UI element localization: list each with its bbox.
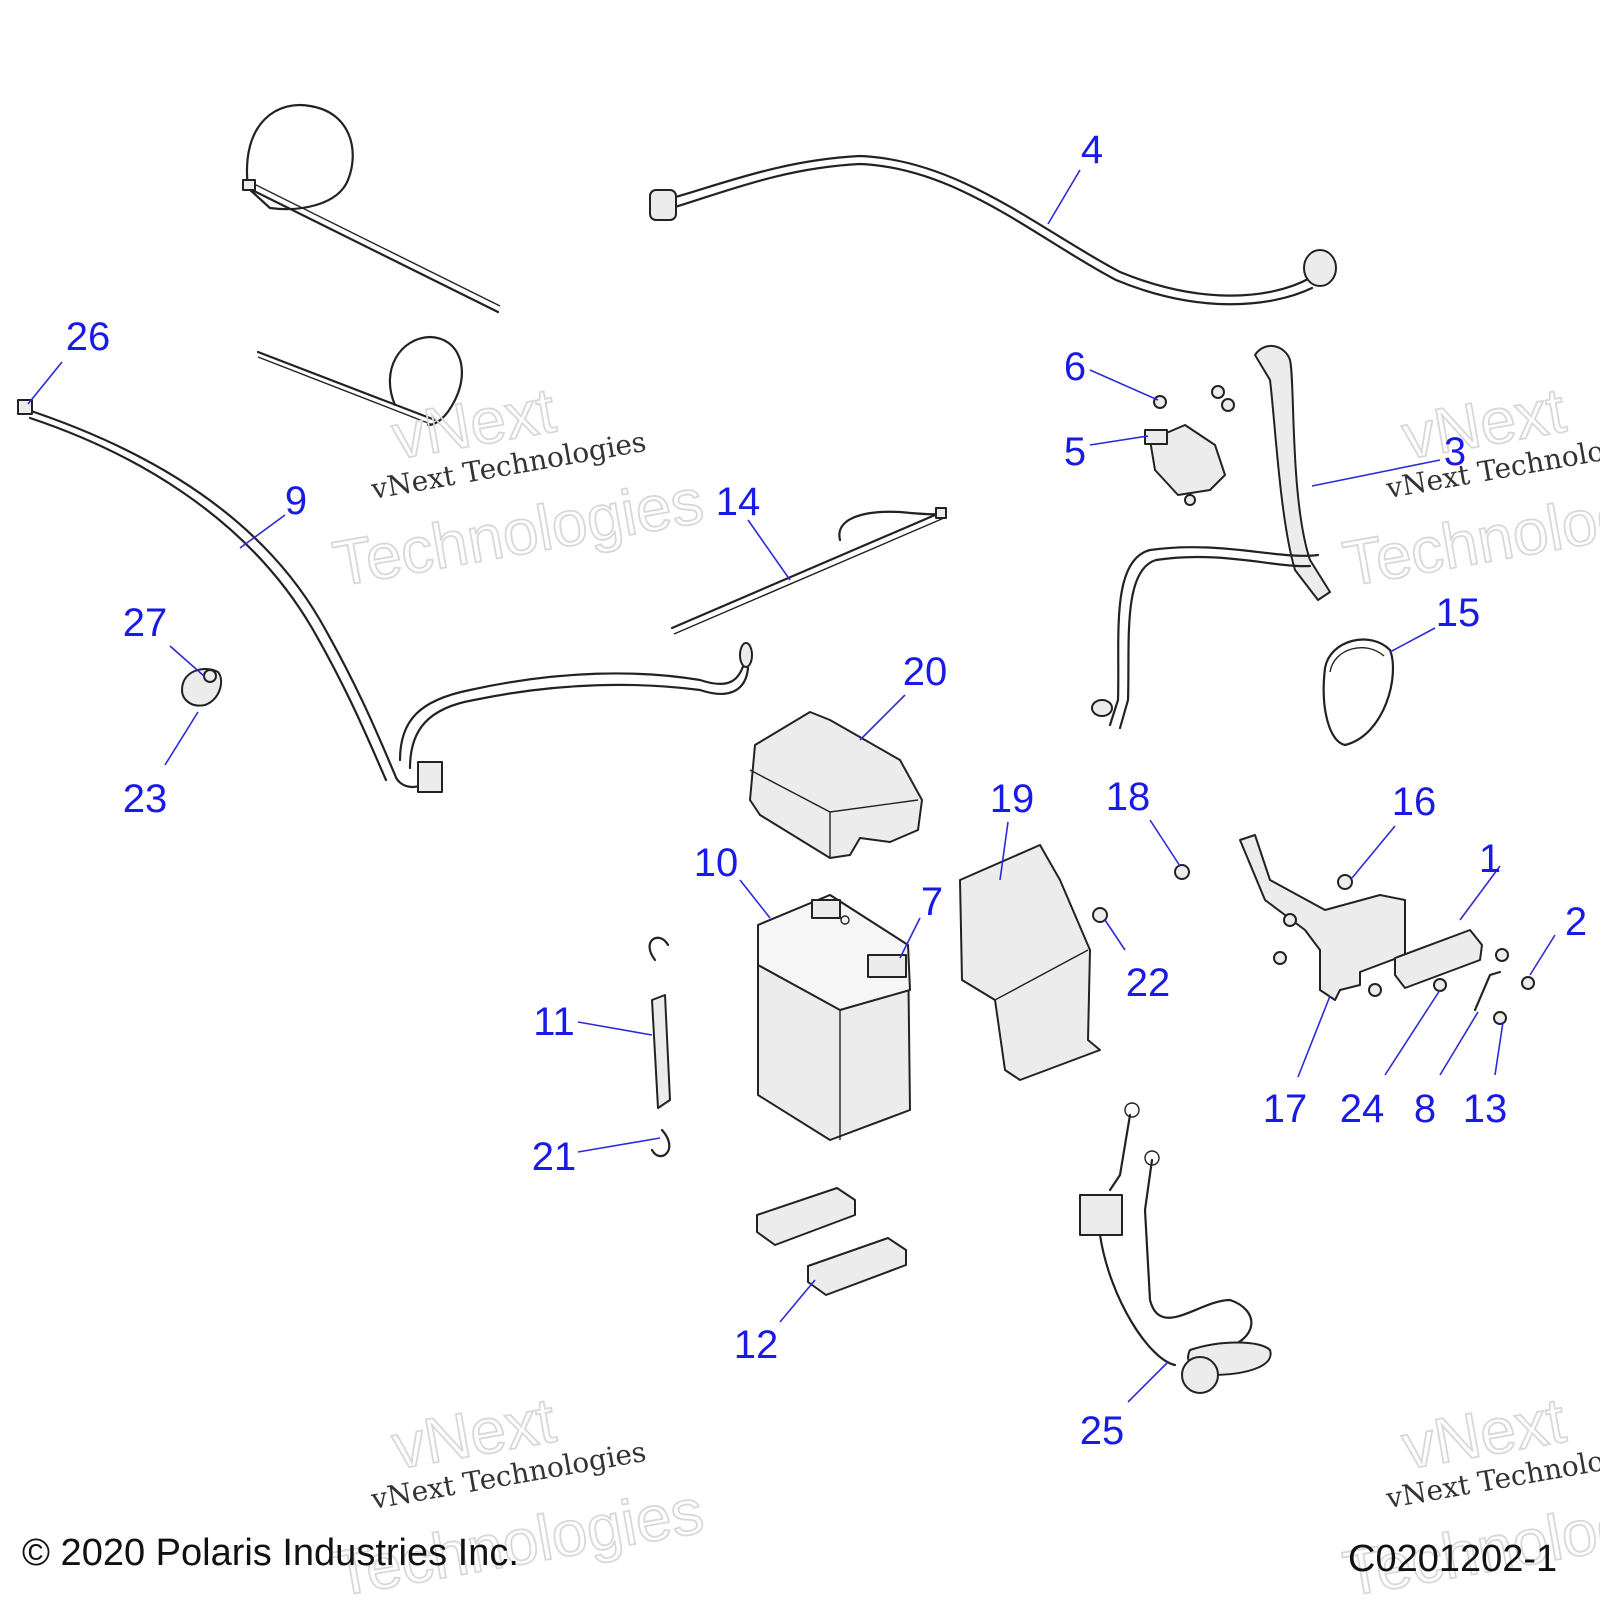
callout-20: 20 [903, 650, 948, 694]
callout-21: 21 [532, 1135, 577, 1179]
callout-1: 1 [1479, 837, 1501, 881]
callout-17: 17 [1263, 1087, 1308, 1131]
callouts: 1 2 3 4 5 6 7 8 9 10 11 12 13 14 15 16 1 [27, 128, 1587, 1453]
callout-16: 16 [1392, 780, 1437, 824]
callout-3: 3 [1444, 430, 1466, 474]
callout-15: 15 [1436, 591, 1481, 635]
bracket-17 [1092, 834, 1406, 1001]
battery-strap-11 [648, 936, 671, 1158]
copyright-text: © 2020 Polaris Industries Inc. [22, 1532, 519, 1574]
callout-25: 25 [1080, 1409, 1125, 1453]
harness-25 [1079, 1102, 1272, 1394]
cable-3 [1091, 345, 1331, 730]
callout-18: 18 [1106, 775, 1151, 819]
cable-tie-small [256, 335, 463, 427]
callout-5: 5 [1064, 430, 1086, 474]
battery-box-19 [959, 844, 1101, 1081]
callout-27: 27 [123, 601, 168, 645]
callout-10: 10 [694, 841, 739, 885]
cable-4 [649, 154, 1337, 306]
cable-tie-14 [670, 507, 947, 635]
callout-12: 12 [734, 1323, 779, 1367]
cable-9 [17, 399, 753, 793]
battery-10 [757, 894, 911, 1141]
band-15 [1322, 638, 1395, 747]
pads-12 [756, 1187, 907, 1296]
callout-2: 2 [1565, 900, 1587, 944]
callout-4: 4 [1081, 128, 1103, 172]
cable-tie-large [242, 103, 501, 314]
clamp-27 [181, 668, 223, 707]
battery-cover-20 [749, 711, 923, 859]
callout-14: 14 [716, 480, 761, 524]
solenoid-5 [1144, 385, 1235, 506]
callout-6: 6 [1064, 345, 1086, 389]
callout-23: 23 [123, 777, 168, 821]
callout-11: 11 [533, 1000, 575, 1044]
callout-8: 8 [1414, 1087, 1436, 1131]
watermark-1: vNext Technologies vNext Technologies [327, 373, 709, 601]
callout-26: 26 [66, 315, 111, 359]
callout-9: 9 [285, 479, 307, 523]
callout-13: 13 [1463, 1087, 1508, 1131]
callout-19: 19 [990, 777, 1035, 821]
callout-7: 7 [921, 880, 943, 924]
drawing-id: C0201202-1 [1348, 1538, 1558, 1580]
callout-24: 24 [1340, 1087, 1385, 1131]
terminal-block-1 [1394, 929, 1535, 1025]
callout-22: 22 [1126, 961, 1171, 1005]
